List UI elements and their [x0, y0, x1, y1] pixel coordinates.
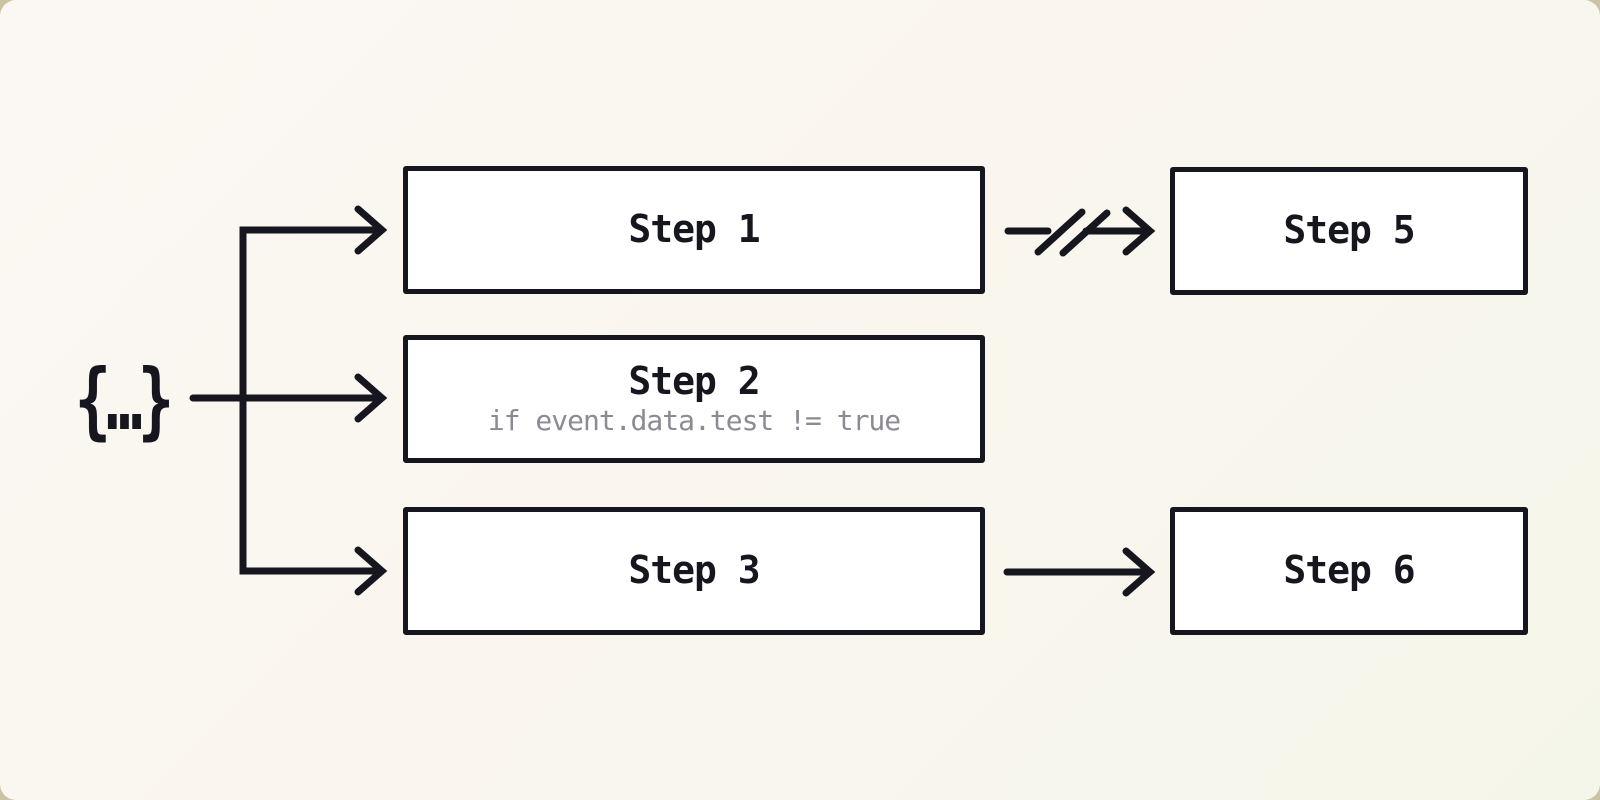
node-label: Step 1 [628, 207, 760, 252]
node-label: Step 3 [628, 548, 760, 593]
node-condition: if event.data.test != true [487, 404, 901, 438]
node-label: Step 6 [1283, 548, 1415, 593]
node-step-3: Step 3 [403, 507, 985, 635]
cancel-slash-icon [1059, 209, 1111, 257]
arrowhead-icon [354, 205, 388, 255]
edge-source-step2 [189, 373, 388, 423]
edge-step1-step5-cancelled [1004, 206, 1156, 257]
edge-source-branch [239, 205, 388, 596]
cancel-slash-icon [1034, 208, 1086, 256]
arrowhead-icon [1122, 547, 1156, 597]
edge-step3-step6 [1003, 547, 1156, 597]
node-label: Step 5 [1283, 208, 1415, 253]
node-label: Step 2 [628, 358, 760, 403]
arrowhead-icon [1122, 206, 1156, 256]
node-step-6: Step 6 [1170, 507, 1528, 635]
node-step-1: Step 1 [403, 166, 985, 294]
node-step-5: Step 5 [1170, 167, 1528, 295]
arrowhead-icon [354, 373, 388, 423]
arrowhead-icon [354, 546, 388, 596]
braces-icon: {…} [74, 351, 175, 449]
node-step-2: Step 2 if event.data.test != true [403, 335, 985, 463]
